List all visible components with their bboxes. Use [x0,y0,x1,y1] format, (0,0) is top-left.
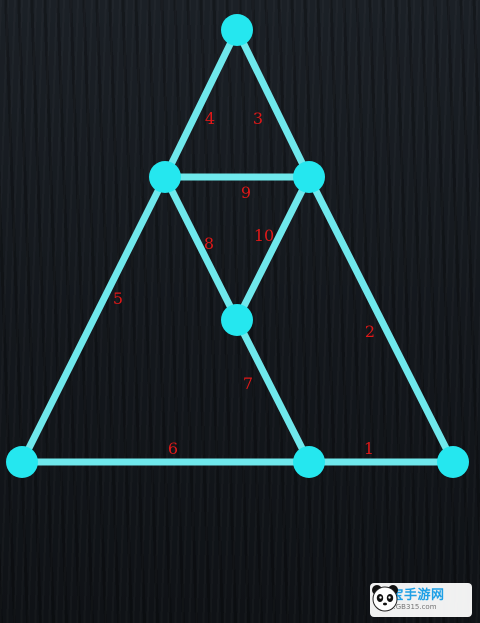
stick-label-3: 3 [253,109,263,128]
stick-labels: 1 2 3 4 5 6 7 8 9 10 [113,109,375,458]
joint-node-inner [221,304,253,336]
matchsticks [18,26,457,466]
joint-node-ml [149,161,181,193]
matchstick-5[interactable] [18,173,169,466]
watermark-url: www.GB315.com [377,603,437,611]
panda-icon [372,585,398,612]
matchstick-8[interactable] [161,173,241,324]
matchstick-2[interactable] [305,173,457,466]
stick-label-1: 1 [364,439,374,458]
stick-label-9: 9 [241,183,251,202]
stick-label-4: 4 [205,109,215,128]
stick-label-5: 5 [113,289,123,308]
joints [6,14,469,478]
joint-node-top [221,14,253,46]
stick-label-8: 8 [204,234,214,253]
matchstick-10[interactable] [233,173,313,324]
joint-node-bm [293,446,325,478]
stick-label-2: 2 [365,322,375,341]
stick-label-6: 6 [168,439,178,458]
matchstick-4[interactable] [161,26,241,181]
matchstick-7[interactable] [233,316,313,466]
joint-node-mr [293,161,325,193]
watermark-badge: 国宝手游网 www.GB315.com [370,583,472,617]
joint-node-bl [6,446,38,478]
joint-node-br [437,446,469,478]
stick-label-10: 10 [254,226,274,245]
matchstick-3[interactable] [233,26,313,181]
stick-label-7: 7 [243,374,253,393]
